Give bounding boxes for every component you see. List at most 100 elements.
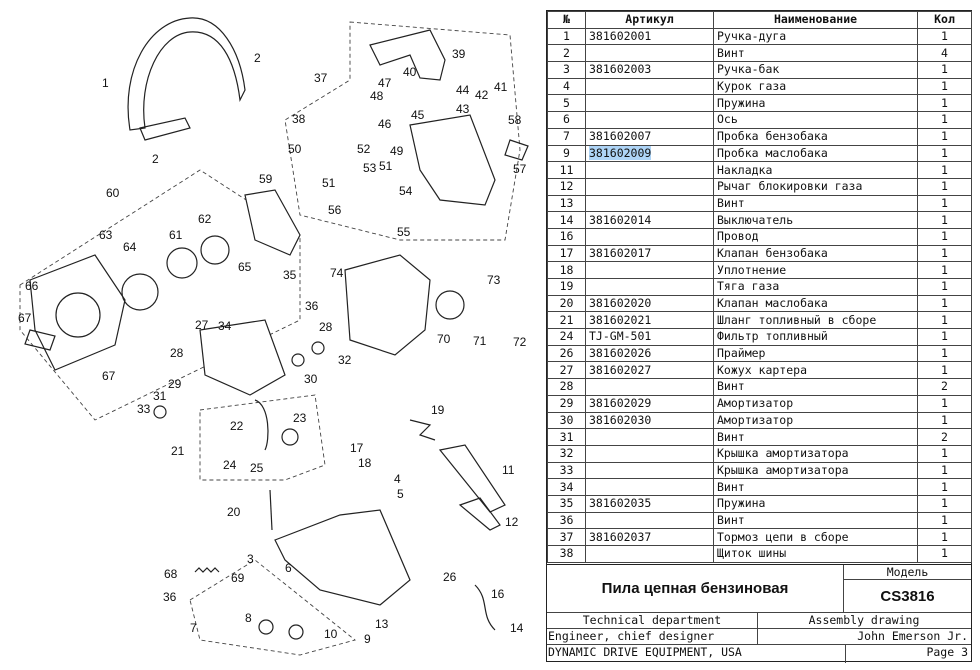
callout-number: 63 — [99, 228, 113, 242]
starter-housing-part — [29, 254, 126, 371]
callout-number: 13 — [375, 617, 389, 631]
row-qty: 1 — [917, 244, 972, 263]
row-article: 381602026 — [585, 344, 714, 363]
col-header-no: № — [547, 11, 586, 29]
callout-number: 8 — [245, 611, 252, 625]
group-outline-starter — [19, 169, 301, 421]
callout-number: 57 — [513, 162, 527, 176]
row-number: 19 — [547, 278, 586, 296]
front-handle-part — [127, 17, 246, 131]
row-name: Пробка бензобака — [713, 127, 918, 146]
row-article: 381602029 — [585, 394, 714, 413]
callout-number: 9 — [364, 632, 371, 646]
row-number: 18 — [547, 261, 586, 279]
callout-number: 46 — [378, 117, 392, 131]
callout-number: 5 — [397, 487, 404, 501]
callout-number: 22 — [230, 419, 244, 433]
row-article: 381602009 — [585, 144, 714, 163]
callout-number: 35 — [283, 268, 297, 282]
row-article — [585, 194, 714, 213]
callout-number: 43 — [456, 102, 470, 116]
engine-cylinder-part — [344, 254, 431, 356]
row-article — [585, 227, 714, 246]
row-qty: 1 — [917, 211, 972, 229]
row-qty: 2 — [917, 428, 972, 446]
row-article: 381602035 — [585, 494, 714, 513]
row-article: 381602003 — [585, 61, 714, 79]
row-article: 381602007 — [585, 127, 714, 146]
row-number: 11 — [547, 161, 586, 179]
row-number: 34 — [547, 478, 586, 496]
row-qty: 1 — [917, 361, 972, 380]
row-article: 381602001 — [585, 27, 714, 46]
row-name: Праймер — [713, 344, 918, 363]
group-outline-tank — [189, 559, 356, 656]
callout-number: 70 — [437, 332, 451, 346]
callout-number: 58 — [508, 113, 522, 127]
callout-number: 61 — [169, 228, 183, 242]
callout-number: 51 — [322, 176, 336, 190]
row-qty: 1 — [917, 478, 972, 496]
row-number: 6 — [547, 111, 586, 129]
row-article — [585, 378, 714, 396]
callout-number: 16 — [491, 587, 505, 601]
tank-housing-part — [274, 509, 411, 606]
row-article — [585, 177, 714, 196]
title-block: Пила цепная бензиновая Модель CS3816 Tec… — [547, 564, 971, 663]
carburetor-part — [435, 290, 465, 320]
row-name: Выключатель — [713, 211, 918, 229]
callout-number: 45 — [411, 108, 425, 122]
row-qty: 1 — [917, 177, 972, 196]
row-name: Винт — [713, 194, 918, 213]
callout-number: 11 — [502, 463, 515, 477]
row-number: 12 — [547, 177, 586, 196]
callout-number: 40 — [403, 65, 417, 79]
row-article: 381602037 — [585, 528, 714, 546]
row-article — [585, 444, 714, 463]
callout-number: 10 — [324, 627, 338, 641]
callout-number: 42 — [475, 88, 489, 102]
row-article — [585, 161, 714, 179]
fan-housing-part — [244, 189, 301, 256]
handle-cover-part — [438, 444, 506, 513]
row-number: 26 — [547, 344, 586, 363]
model-number: CS3816 — [880, 587, 935, 605]
callout-number: 3 — [247, 552, 254, 566]
row-name: Клапан маслобака — [713, 294, 918, 313]
row-name: Винт — [713, 478, 918, 496]
row-number: 35 — [547, 494, 586, 513]
row-number: 3 — [547, 61, 586, 79]
damper-part — [291, 353, 305, 367]
row-name: Ручка-бак — [713, 61, 918, 79]
col-header-qty: Кол — [917, 11, 972, 29]
row-name: Крышка амортизатора — [713, 444, 918, 463]
oil-cap-part — [288, 624, 304, 640]
clutch-cover-part — [409, 114, 496, 206]
callout-number: 29 — [168, 377, 182, 391]
row-qty: 1 — [917, 61, 972, 79]
row-number: 1 — [547, 27, 586, 46]
callout-number: 25 — [250, 461, 264, 475]
hose-assembly-part — [254, 399, 269, 451]
crankcase-cover-part — [199, 319, 286, 396]
col-header-name: Наименование — [713, 11, 918, 29]
engineer-text: John Emerson Jr. — [857, 629, 968, 643]
row-article: 381602021 — [585, 311, 714, 330]
callout-number: 72 — [513, 335, 527, 349]
callout-number: 21 — [171, 444, 185, 458]
callout-number: 74 — [330, 266, 344, 280]
row-article — [585, 545, 714, 563]
